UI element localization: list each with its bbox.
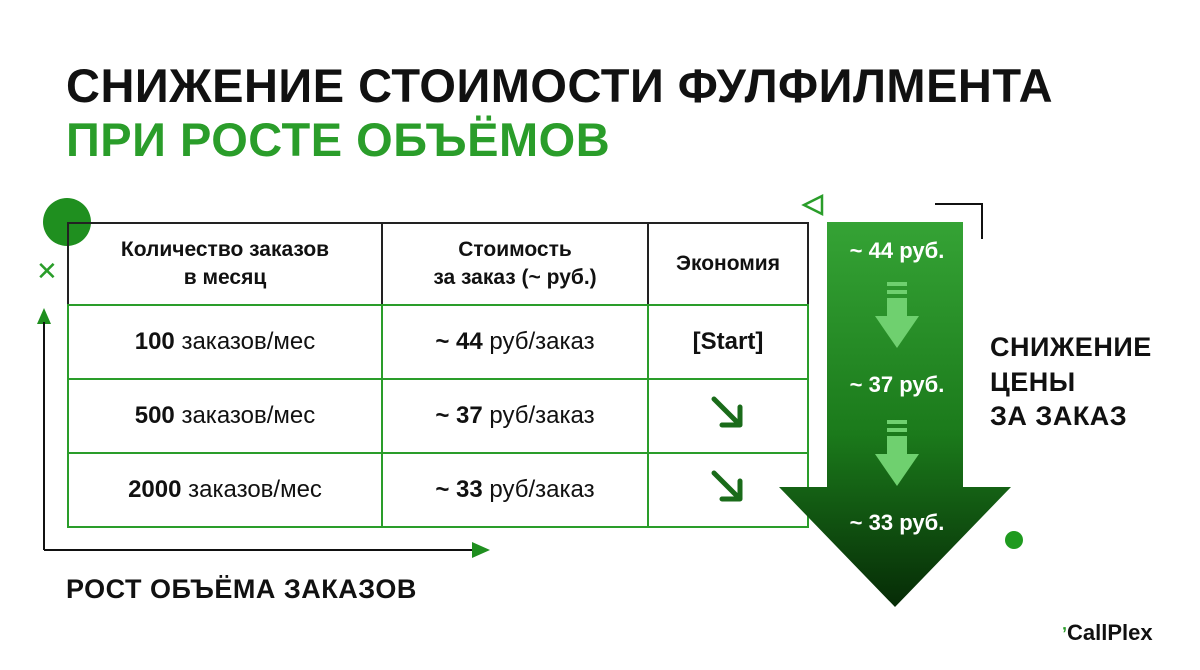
quantity-cell: 500 заказов/мес [67, 378, 383, 454]
price-decrease-arrow [779, 222, 1011, 607]
corner-bracket-decor [935, 203, 983, 239]
down-right-arrow-icon [711, 470, 743, 501]
down-arrow-icon [875, 282, 919, 348]
cross-icon: ✕ [36, 256, 58, 286]
down-arrow-icon [875, 420, 919, 486]
table-row: 2000 заказов/мес ~ 33 руб/заказ [67, 452, 809, 528]
volume-axis [37, 308, 490, 558]
saving-cell [647, 378, 809, 454]
quantity-cell: 100 заказов/мес [67, 304, 383, 380]
brand-mark-icon: ʼ [1062, 624, 1068, 644]
pricing-table: Количество заказов в месяц Стоимость за … [67, 222, 809, 528]
brand-logo: ʼCallPlex [1062, 620, 1153, 645]
decorative-dot [1005, 531, 1023, 549]
table-row: 100 заказов/мес ~ 44 руб/заказ [Start] [67, 304, 809, 380]
price-label-44: ~ 44 руб. [849, 238, 945, 263]
cost-cell: ~ 37 руб/заказ [381, 378, 649, 454]
down-right-arrow-icon [711, 396, 743, 427]
page-subtitle: ПРИ РОСТЕ ОБЪЁМОВ [66, 113, 611, 166]
price-label-37: ~ 37 руб. [849, 372, 945, 397]
page-title: СНИЖЕНИЕ СТОИМОСТИ ФУЛФИЛМЕНТА [66, 59, 1054, 112]
table-header-row: Количество заказов в месяц Стоимость за … [67, 222, 809, 306]
table-row: 500 заказов/мес ~ 37 руб/заказ [67, 378, 809, 454]
quantity-cell: 2000 заказов/мес [67, 452, 383, 528]
price-label-33: ~ 33 руб. [849, 510, 945, 535]
header-cost: Стоимость за заказ (~ руб.) [381, 222, 649, 306]
triangle-outline-icon [801, 193, 824, 217]
cost-cell: ~ 33 руб/заказ [381, 452, 649, 528]
saving-cell: [Start] [647, 304, 809, 380]
header-saving: Экономия [647, 222, 809, 306]
price-decrease-caption: СНИЖЕНИЕ ЦЕНЫ ЗА ЗАКАЗ [990, 332, 1152, 432]
header-quantity: Количество заказов в месяц [67, 222, 383, 306]
cost-cell: ~ 44 руб/заказ [381, 304, 649, 380]
start-label: [Start] [692, 328, 764, 355]
volume-axis-label: РОСТ ОБЪЁМА ЗАКАЗОВ [66, 574, 417, 604]
